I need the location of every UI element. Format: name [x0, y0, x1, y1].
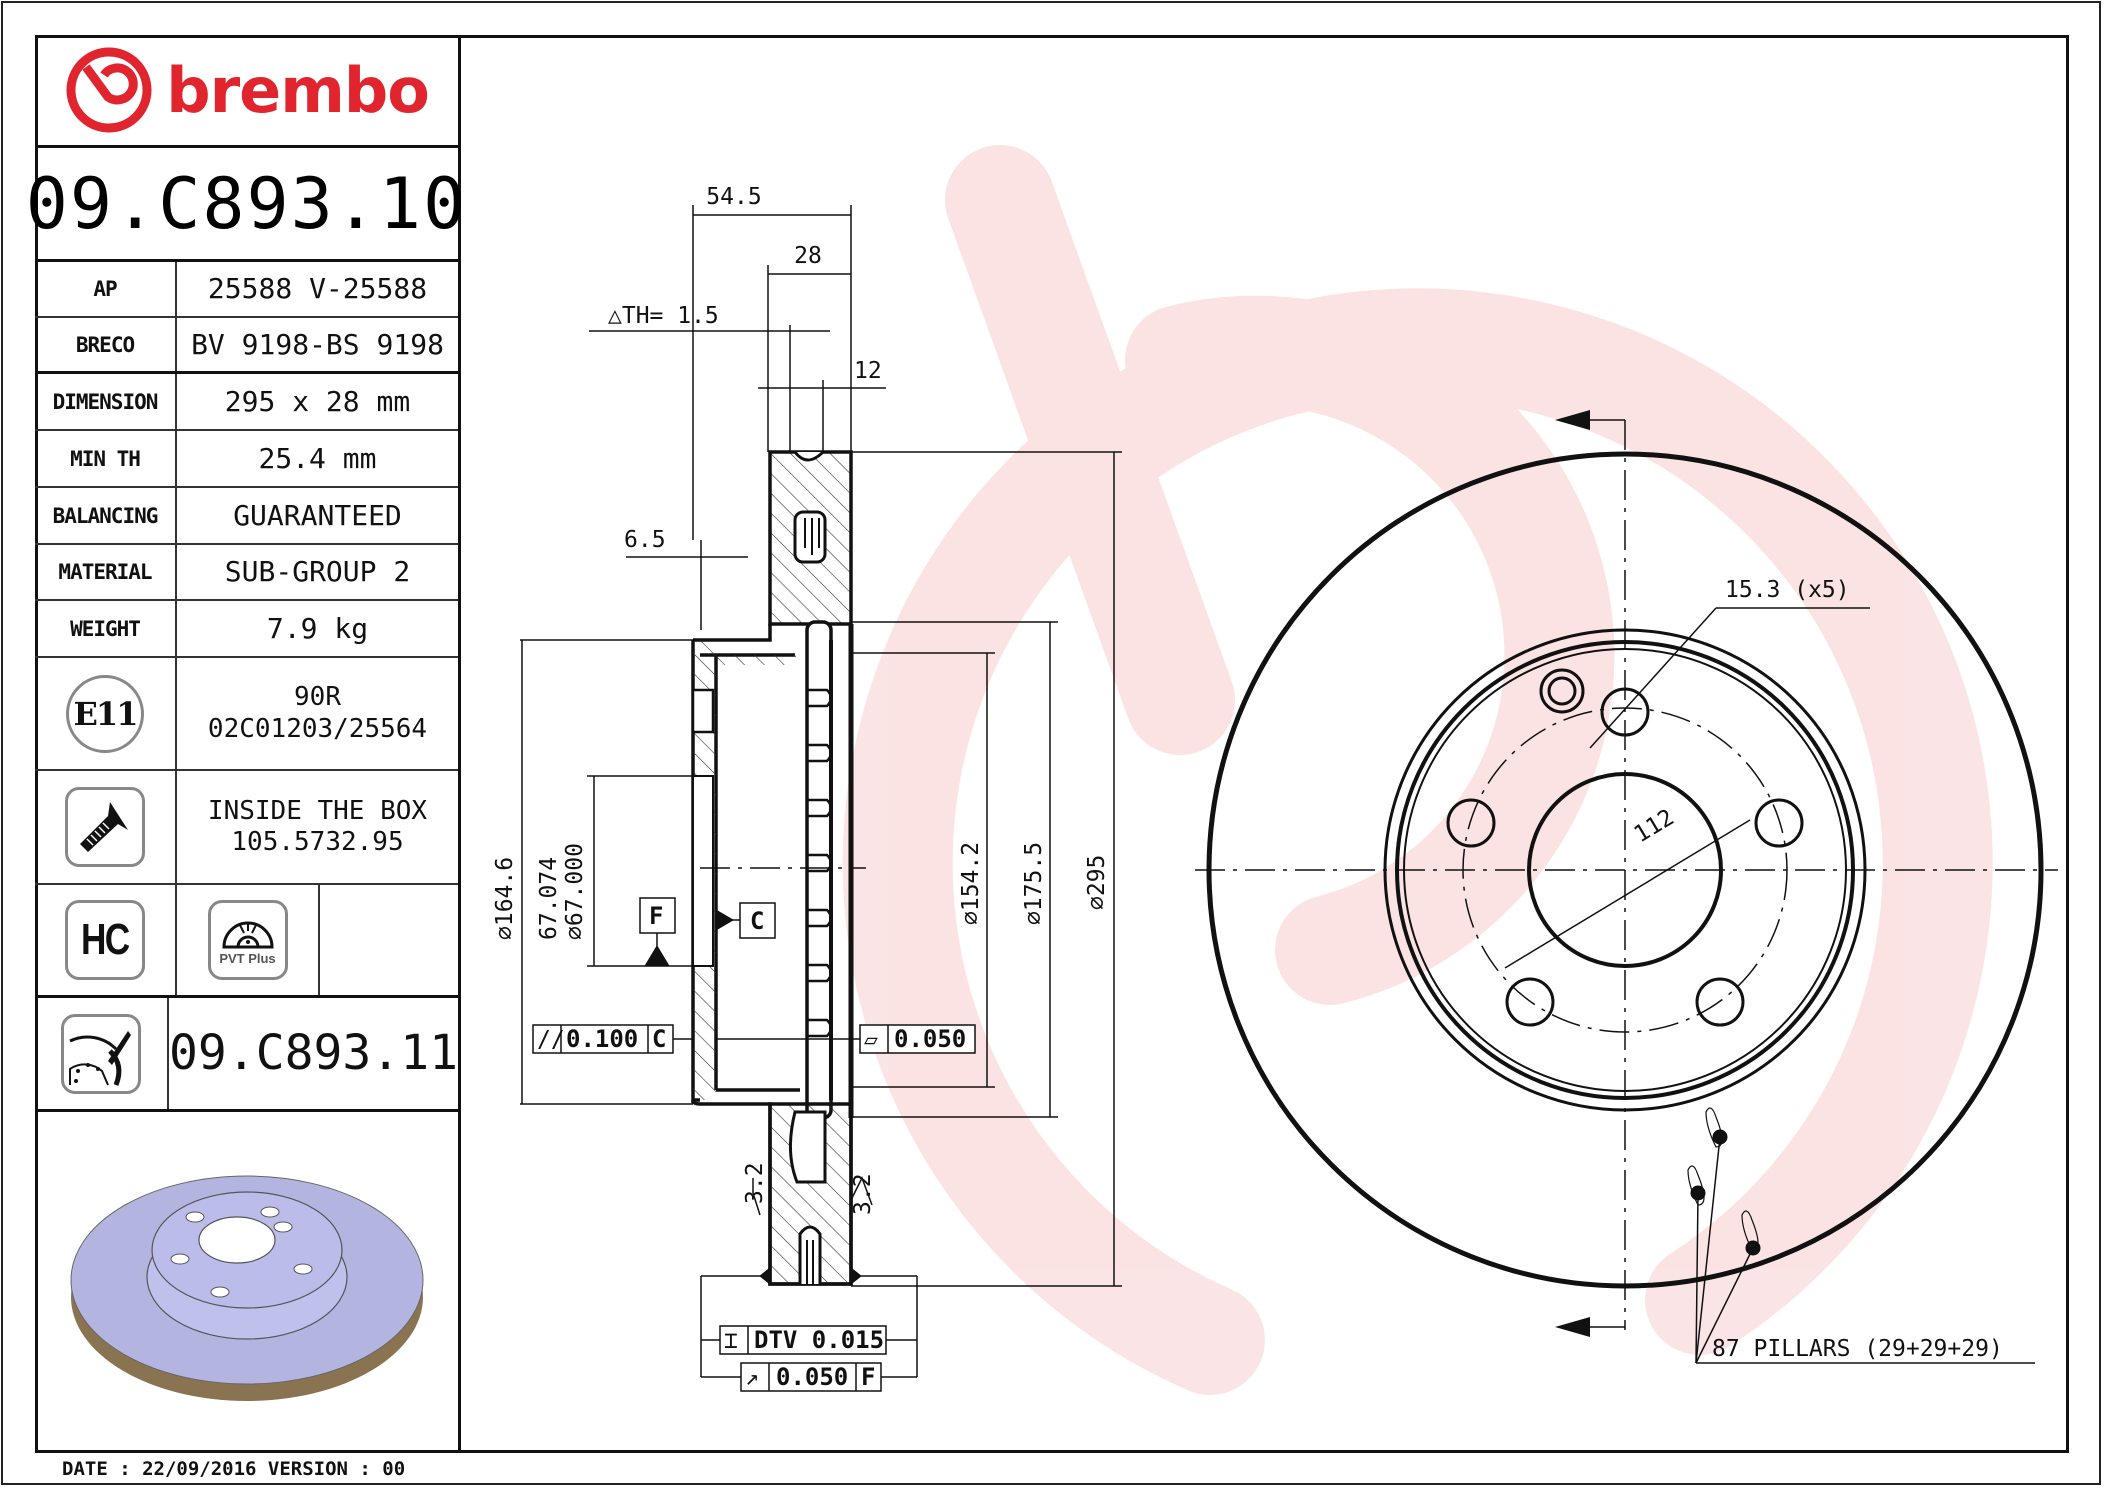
section-dimension-labels: 54.5 28 △TH= 1.5 12 6.5 ∅164.6 67.074 ∅6…	[492, 184, 1110, 1391]
spec-row-weight: WEIGHT 7.9 kg	[35, 601, 458, 658]
dtv-symbol: ⌶	[724, 1328, 738, 1354]
screw-icon	[65, 787, 145, 867]
dim-dia-175-5: ∅175.5	[1021, 842, 1047, 925]
spec-value: 25.4 mm	[258, 441, 377, 475]
datum-c: C	[750, 907, 764, 935]
runout-value: 0.050	[776, 1363, 848, 1391]
spec-row-dimension: DIMENSION 295 x 28 mm	[35, 374, 458, 431]
flatness-value: 0.050	[894, 1025, 966, 1053]
e11-icon: E11	[66, 674, 144, 753]
dim-dia-164-6: ∅164.6	[492, 857, 518, 940]
datum-f: F	[649, 902, 663, 930]
kit-part-number: 09.C893.11	[169, 1024, 458, 1081]
kit-row: 09.C893.11	[35, 998, 458, 1112]
brembo-logo-icon	[66, 47, 152, 133]
info-panel: brembo 09.C893.10 AP 25588 V-25588 BRECO…	[26, 35, 465, 1453]
parallelism-datum: C	[652, 1025, 666, 1053]
spec-label: BRECO	[35, 318, 177, 371]
pvt-plus-icon: PVT Plus	[207, 900, 288, 980]
drawing-frame	[35, 35, 2069, 1453]
front-view	[1195, 410, 2058, 1364]
spec-value: GUARANTEED	[233, 498, 402, 532]
spec-label: AP	[35, 262, 177, 316]
dim-dia-154-2: ∅154.2	[958, 842, 984, 925]
hc-icon: HC	[65, 900, 145, 980]
screw-line2: 105.5732.95	[231, 827, 404, 857]
spec-value: BV 9198-BS 9198	[191, 327, 444, 361]
brand-name: brembo	[166, 53, 430, 127]
runout-datum: F	[861, 1363, 875, 1391]
spec-row-ap: AP 25588 V-25588	[35, 262, 458, 318]
spec-value: 7.9 kg	[266, 611, 369, 645]
spec-label: WEIGHT	[35, 601, 177, 656]
badges-row: HC PVT Plus	[35, 885, 458, 998]
spec-value: 295 x 28 mm	[224, 384, 411, 418]
dim-12: 12	[854, 358, 882, 384]
dim-28: 28	[794, 243, 822, 269]
homologation-line1: 90R	[294, 682, 341, 713]
spec-row-balancing: BALANCING GUARANTEED	[35, 488, 458, 545]
dim-dia-67-074: 67.074	[536, 857, 562, 940]
dim-54-5: 54.5	[706, 184, 761, 210]
runout-symbol: ↗	[745, 1365, 759, 1391]
part-number: 09.C893.10	[25, 162, 468, 245]
roughness-right: 3.2	[850, 1173, 876, 1215]
dim-dia-67-000: ∅67.000	[562, 843, 588, 940]
disc-3d-render	[70, 1175, 424, 1401]
screw-line1: INSIDE THE BOX	[207, 795, 428, 826]
spec-label: MATERIAL	[35, 545, 177, 599]
dim-dia-295: ∅295	[1084, 855, 1110, 910]
spec-label: BALANCING	[35, 488, 177, 543]
dtv-value: DTV 0.015	[754, 1326, 884, 1354]
spec-row-material: MATERIAL SUB-GROUP 2	[35, 545, 458, 601]
date-version: DATE : 22/09/2016 VERSION : 00	[62, 1458, 406, 1480]
spec-label: DIMENSION	[35, 374, 177, 429]
screw-row: INSIDE THE BOX 105.5732.95	[35, 771, 458, 885]
part-number-row: 09.C893.10	[26, 148, 465, 262]
spec-label: MIN TH	[35, 431, 177, 486]
parallelism-value: 0.100	[566, 1025, 638, 1053]
spec-value: 25588 V-25588	[207, 272, 428, 306]
homologation-row: E11 90R 02C01203/25564	[35, 658, 458, 771]
hole-size-label: 15.3 (x5)	[1725, 577, 1850, 603]
cross-section-view	[520, 205, 1122, 1392]
spec-row-breco: BRECO BV 9198-BS 9198	[35, 318, 458, 374]
roughness-left: 3.2	[742, 1162, 768, 1204]
brembo-watermark	[842, 145, 1993, 1395]
brand-row: brembo	[35, 35, 458, 148]
flatness-symbol: ▱	[864, 1027, 878, 1053]
spec-row-min-th: MIN TH 25.4 mm	[35, 431, 458, 488]
disc-with-pad-icon	[61, 1013, 141, 1094]
homologation-line2: 02C01203/25564	[207, 713, 428, 744]
pillars-label: 87 PILLARS (29+29+29)	[1712, 1336, 2003, 1362]
spec-value: SUB-GROUP 2	[224, 555, 411, 589]
dim-6-5: 6.5	[624, 527, 666, 553]
parallelism-symbol: //	[537, 1027, 565, 1053]
dim-delta-th: △TH= 1.5	[608, 303, 719, 329]
